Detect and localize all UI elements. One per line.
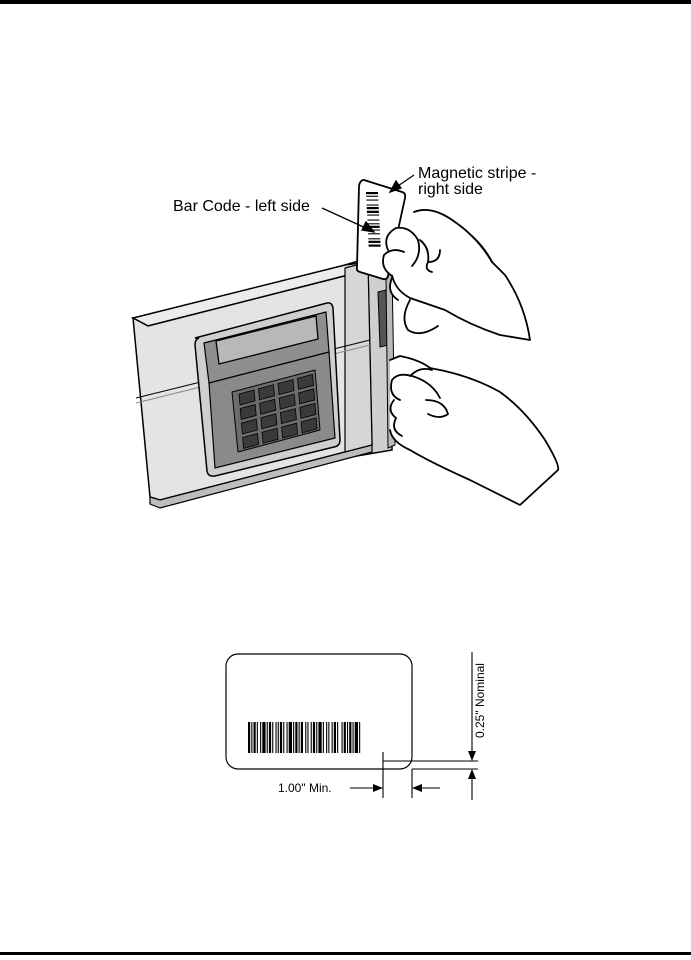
diagram-barcode-bar [337,722,338,753]
diagram-barcode-bar [251,722,252,753]
diagram-barcode-bar [260,722,261,753]
card-barcode-bar [367,207,379,209]
diagram-barcode-bar [276,722,277,753]
diagram-barcode-bar [278,722,279,753]
diagram-barcode-bar [328,722,329,753]
diagram-barcode-bar [316,722,317,753]
dim-min-label: 1.00" Min. [278,781,332,795]
diagram-barcode-bar [295,722,297,753]
card-barcode-bar [368,238,380,239]
diagram-barcode-bar [269,722,271,753]
arrow-nominal-down [468,751,476,761]
diagram-barcode-bar [332,722,333,753]
diagram-barcode-bar [344,722,346,753]
card-barcode-bar [366,192,378,194]
diagram-barcode-bar [347,722,348,753]
card-barcode-bar [367,215,379,216]
dim-nominal-label: 0.25" Nominal [473,663,487,738]
diagram-barcode-bar [323,722,324,753]
magstripe-callout-line1: Magnetic stripe - [418,166,536,181]
diagram-barcode-bar [313,722,315,753]
magstripe-callout-line2: right side [418,182,483,197]
diagram-barcode-bar [272,722,273,753]
diagram-barcode-bar [359,722,360,753]
diagram-barcode-bar [267,722,268,753]
diagram-barcode-bar [305,722,306,753]
diagram-barcode-bar [349,722,351,753]
card-barcode-bar [368,233,380,234]
arrow-min-left [373,784,383,792]
diagram-barcode-bar [355,722,358,753]
card-barcode-bar [366,196,378,197]
diagram-barcode-bar [326,722,327,753]
diagram-barcode-bar [287,722,288,753]
diagram-barcode-bar [293,722,294,753]
diagram-barcode-bar [257,722,258,753]
time-clock-terminal [133,258,395,508]
diagram-barcode-bar [342,722,343,753]
barcode-callout-label: Bar Code - left side [173,199,310,214]
diagram-barcode-bar [334,722,336,753]
arrow-nominal-up [468,769,476,779]
card-barcode-bar [369,245,381,247]
arrow-min-right [412,784,422,792]
card-diagram [226,652,478,800]
diagram-barcode-bar [318,722,321,753]
card-barcode-bar [366,200,378,201]
lower-hand [390,356,558,505]
diagram-barcode-bar [280,722,282,753]
diagram-barcode-bar [311,722,312,753]
card-barcode-bar [368,223,380,224]
diagram-barcode-bar [254,722,256,753]
diagram-barcode-bar [248,722,250,753]
card-barcode-bar [367,220,379,221]
diagram-barcode-bar [262,722,265,753]
diagram-barcode-bar [353,722,354,753]
diagram-barcode-bar [283,722,284,753]
diagram-barcode-bar [289,722,292,753]
card-barcode-bar [368,241,380,243]
card-barcode-bar [367,211,379,213]
diagram-barcode-bar [299,722,300,753]
diagram-barcode-bar [307,722,308,753]
diagram-barcode-bar [301,722,303,753]
card-barcode-bar [367,205,379,206]
terminal-side-strip [345,262,372,452]
